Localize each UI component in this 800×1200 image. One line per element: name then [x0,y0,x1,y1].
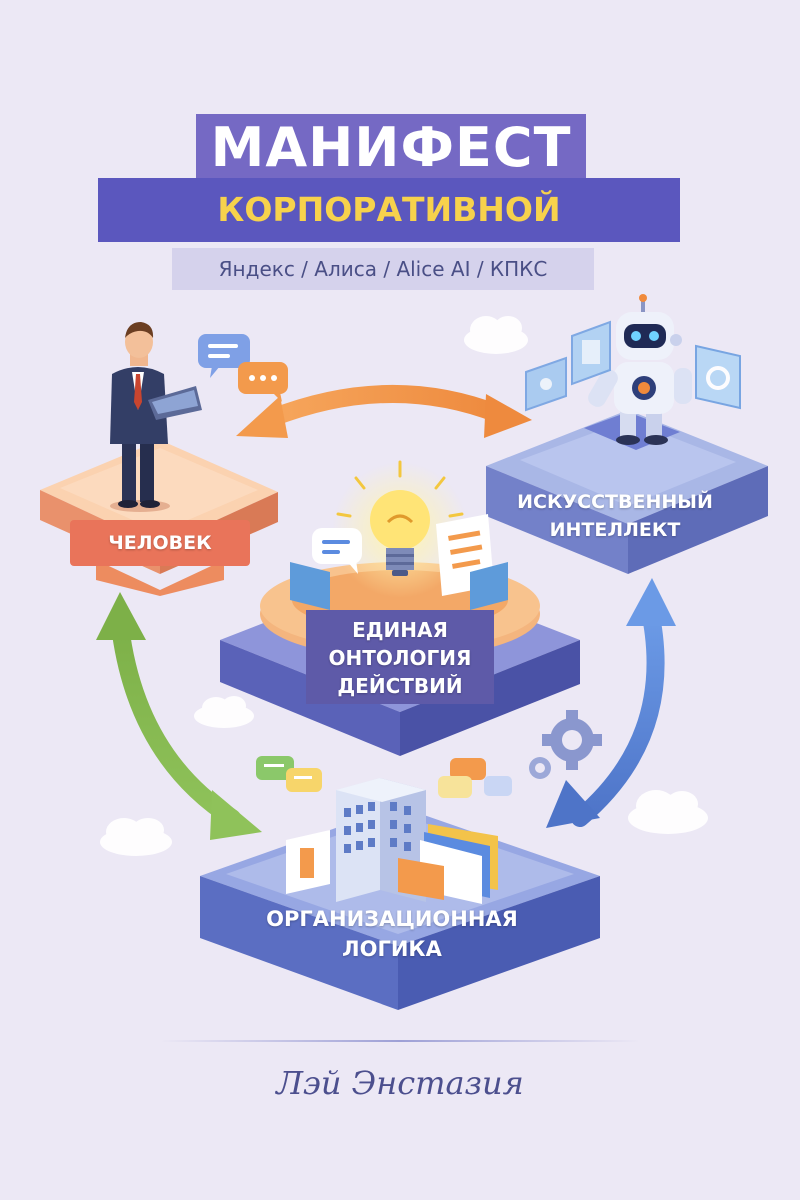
human-platform [40,440,278,596]
arrow-ai-org [546,578,676,828]
chat-bubble-icon [256,756,322,792]
banner-right [470,562,508,610]
hologram-panel [571,320,611,386]
gear-icon [695,344,741,410]
divider [160,1040,640,1042]
robot-icon [588,294,692,445]
node-org-label: ОРГАНИЗАЦИОННАЯ ЛОГИКА [252,896,532,976]
lightbulb-icon [336,460,464,576]
businessman-icon [110,322,202,512]
arrow-human-ai [236,385,532,438]
chat-bubble-icon [198,334,250,378]
node-org-line-2: ЛОГИКА [342,937,442,961]
node-ai-line-1: ИСКУССТВЕННЫЙ [517,491,713,513]
chat-bubble-icon [238,362,288,402]
node-ontology-line-3: ДЕЙСТВИЙ [337,674,463,698]
author-name: Лэй Энстазия [276,1064,524,1102]
cloud-icon [464,316,528,354]
hologram-panel [525,356,567,412]
node-ai-line-2: ИНТЕЛЛЕКТ [549,519,681,541]
gear-icon [529,757,551,779]
title-main: МАНИФЕСТ [196,114,586,182]
cloud-icon [628,790,708,834]
cloud-icon [194,696,254,728]
node-human-label: ЧЕЛОВЕК [70,520,250,566]
file-folders-icon [398,824,498,904]
title-tagline: Яндекс / Алиса / Alice AI / КПКС [172,248,594,290]
node-ontology-line-2: ОНТОЛОГИЯ [328,646,472,670]
chat-bubble-icon [438,758,512,798]
arrow-human-org [96,592,262,840]
banner-left [290,562,330,610]
node-org-line-1: ОРГАНИЗАЦИОННАЯ [266,907,518,931]
cloud-icon [100,818,172,856]
node-ontology-label: ЕДИНАЯ ОНТОЛОГИЯ ДЕЙСТВИЙ [306,610,494,704]
node-ai-label: ИСКУССТВЕННЫЙ ИНТЕЛЛЕКТ [510,476,720,556]
gear-icon [542,710,602,770]
chat-bubble-icon [312,528,362,574]
door-block [286,830,330,894]
node-ontology-line-1: ЕДИНАЯ [352,618,448,642]
